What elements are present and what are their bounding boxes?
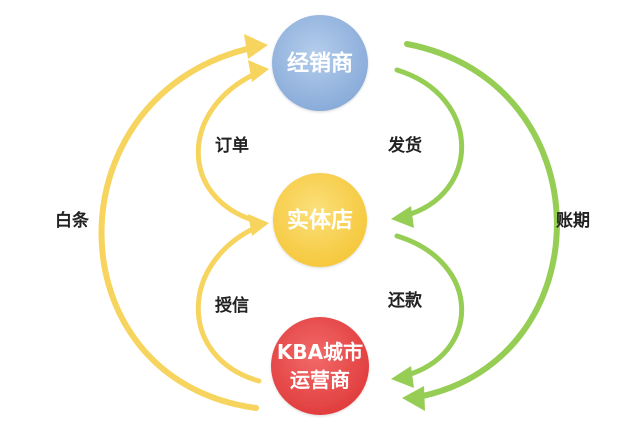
arrow-account-period <box>402 41 560 411</box>
arrow-credit <box>195 214 269 384</box>
node-store: 实体店 <box>273 173 367 267</box>
node-operator-label-line2: 运营商 <box>290 368 350 392</box>
node-distributor: 经销商 <box>272 15 368 111</box>
node-distributor-label: 经销商 <box>287 51 353 77</box>
node-store-label: 实体店 <box>287 208 353 234</box>
arrow-repay <box>391 233 465 388</box>
arrow-order <box>195 60 269 225</box>
arrow-iou <box>98 34 268 411</box>
edge-label-order: 订单 <box>215 135 249 156</box>
edge-label-credit: 授信 <box>215 295 249 316</box>
arrow-ship <box>391 67 465 228</box>
node-operator-label-line1: KBA城市 <box>277 340 363 364</box>
edge-label-ship: 发货 <box>387 135 422 156</box>
edge-label-repay: 还款 <box>387 290 423 311</box>
node-operator: KBA城市 运营商 <box>271 317 369 415</box>
edge-label-account-period: 账期 <box>556 211 590 231</box>
edge-label-iou: 白条 <box>55 210 90 231</box>
